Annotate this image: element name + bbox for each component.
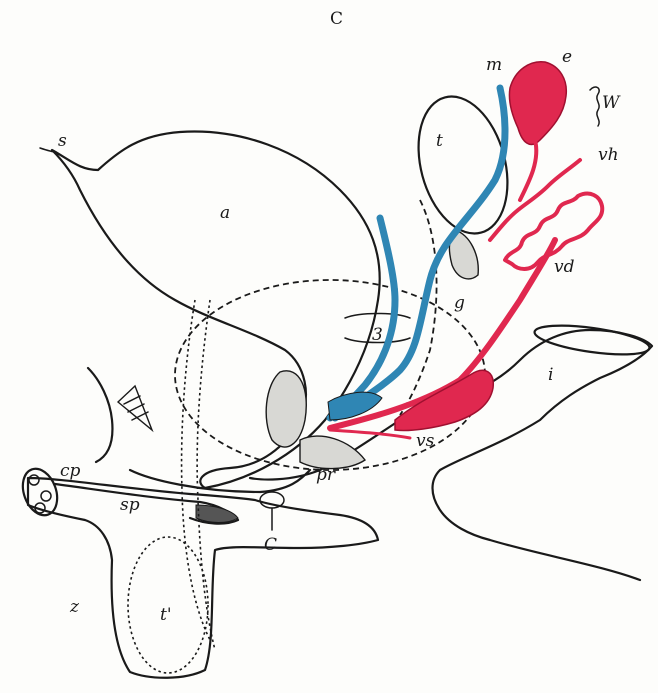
label-panel-letter: C [330,9,343,29]
prostate-lower-stipple [300,436,365,468]
label-g: g [454,293,465,313]
cowper-gland [260,492,284,508]
label-cp: cp [60,461,81,481]
appendage-w [590,87,599,126]
ejaculatory-duct [330,430,410,438]
label-vs: vs [416,431,435,451]
label-w: W [602,93,621,113]
label-t-prime: t' [160,605,172,625]
label-c: C [264,535,277,555]
urethra-fill [196,505,238,523]
label-vh: vh [598,145,619,165]
dotted-descent-path [182,300,210,640]
label-a: a [220,203,230,223]
label-z: z [69,597,80,617]
cut-end-circle-2 [41,491,51,501]
vessel-loop-upper [345,314,410,319]
label-pr: pr [316,465,336,485]
vein-branch [330,218,395,418]
label-three: 3 [372,325,383,345]
penis-cut-end [17,464,63,520]
label-s: s [58,131,67,151]
dashed-line-testis-path [400,200,437,415]
label-t: t [436,131,443,151]
epididymis-head [509,62,566,145]
label-vd: vd [554,257,575,277]
label-m: m [486,55,502,75]
label-i: i [548,365,553,385]
prostate-stipple [266,371,306,447]
label-sp: sp [120,495,140,515]
artery-vh [490,160,580,240]
cut-end-circle-1 [29,475,39,485]
rectum-opening [533,320,651,360]
epididymis-tail [520,140,536,200]
bladder-outline [52,132,380,488]
seminal-vesicle [395,370,493,430]
label-e: e [562,47,572,67]
